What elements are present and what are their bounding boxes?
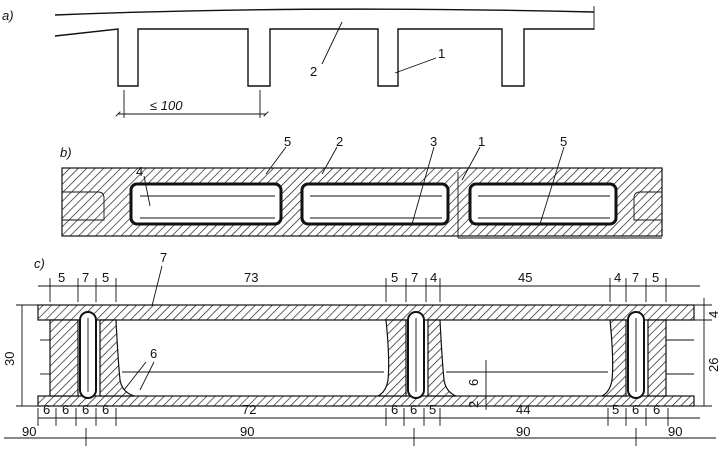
panel-c-callout-7: 7 <box>160 250 167 265</box>
panel-c-top-dim-2: 7 <box>82 270 89 285</box>
panel-c-bottom-dim-6: 6 <box>391 402 398 417</box>
panel-c-span-dimension-chain <box>4 428 716 446</box>
panel-c-bottom-dim-12: 6 <box>653 402 660 417</box>
panel-c-bottom-dim-8: 5 <box>429 402 436 417</box>
panel-c-callout-6: 6 <box>150 346 157 361</box>
panel-c-top-dim-11: 5 <box>652 270 659 285</box>
panel-a-span-label: ≤ 100 <box>150 98 183 113</box>
panel-c-bottom-dim-2: 6 <box>62 402 69 417</box>
panel-c-top-flange <box>37 304 695 321</box>
panel-b-label: b) <box>60 145 72 160</box>
panel-c-rebar-cages <box>79 311 645 399</box>
panel-c-span-dim-3: 90 <box>516 424 530 439</box>
panel-c-height-right-mid: 26 <box>706 358 721 372</box>
panel-c-span-dim-2: 90 <box>240 424 254 439</box>
panel-a-leader-2 <box>321 21 343 65</box>
panel-c-top-dim-8: 45 <box>518 270 532 285</box>
panel-b-callout-1: 1 <box>478 134 485 149</box>
panel-b-callout-3: 3 <box>430 134 437 149</box>
panel-c-bottom-dim-1: 6 <box>43 402 50 417</box>
panel-c-inner-6: 6 <box>466 379 481 386</box>
panel-c-top-dim-1: 5 <box>58 270 65 285</box>
panel-c-bottom-dim-9: 44 <box>516 402 530 417</box>
panel-c-bottom-dim-4: 6 <box>102 402 109 417</box>
panel-c-height-left: 30 <box>2 352 17 366</box>
panel-b-callout-5: 5 <box>284 134 291 149</box>
panel-c-bottom-dim-11: 6 <box>632 402 639 417</box>
panel-a-label: a) <box>2 8 14 23</box>
panel-b-leaders <box>143 146 565 225</box>
panel-c-ribs <box>49 319 667 397</box>
panel-a-callout-2: 2 <box>310 64 317 79</box>
panel-c-leader-7 <box>151 265 163 307</box>
panel-c-bottom-dim-3: 6 <box>82 402 89 417</box>
panel-c-bottom-flange <box>37 395 695 407</box>
panel-c-top-dim-3: 5 <box>102 270 109 285</box>
panel-c-span-dim-4: 90 <box>668 424 682 439</box>
panel-a-ribbed-profile <box>54 8 595 87</box>
panel-c-label: c) <box>34 256 45 271</box>
panel-c-top-dim-9: 4 <box>614 270 621 285</box>
panel-b-callout-2: 2 <box>336 134 343 149</box>
panel-c-bottom-dim-10: 5 <box>612 402 619 417</box>
panel-c-top-dim-4: 73 <box>244 270 258 285</box>
panel-c-bottom-dimension-chain <box>37 408 700 426</box>
panel-a-leader-1 <box>394 57 437 74</box>
panel-c-top-dim-7: 4 <box>430 270 437 285</box>
panel-c-top-dim-10: 7 <box>632 270 639 285</box>
panel-b-callout-5b: 5 <box>560 134 567 149</box>
panel-c-inner-2: 2 <box>466 401 481 408</box>
panel-c-span-dim-1: 90 <box>22 424 36 439</box>
panel-a-callout-1: 1 <box>438 46 445 61</box>
panel-c-top-dimension-chain <box>38 278 700 302</box>
panel-a: a) 1 2 ≤ 100 <box>2 6 595 118</box>
panel-c-top-dim-6: 7 <box>411 270 418 285</box>
panel-b-callout-4: 4 <box>136 164 143 179</box>
panel-c-bottom-dim-5: 72 <box>242 402 256 417</box>
panel-c-bottom-dim-7: 6 <box>410 402 417 417</box>
panel-b: b) 4 5 2 3 1 5 <box>60 134 663 239</box>
panel-c-top-dim-5: 5 <box>391 270 398 285</box>
panel-c-height-right-top: 4 <box>706 311 721 318</box>
panel-c: c) <box>2 250 721 446</box>
